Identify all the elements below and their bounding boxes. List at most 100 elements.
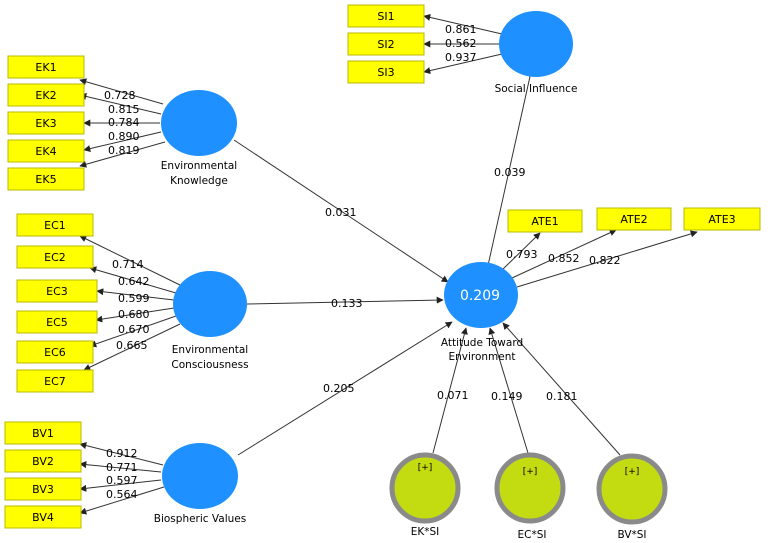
loading-ek4: 0.890 [108, 130, 140, 143]
indicator-box-bv3 [4, 477, 82, 501]
indicator-box-ate1 [507, 209, 583, 233]
moderator-expand-icon-ek-si: [+] [418, 463, 433, 473]
indicator-label-bv4: BV4 [32, 511, 54, 524]
loading-ate1: 0.793 [506, 248, 538, 261]
loading-bv4: 0.564 [106, 488, 138, 501]
indicator-box-ek2 [7, 83, 85, 107]
edge-ek4 [83, 131, 162, 152]
path-ecsi-ate [488, 327, 529, 454]
indicator-box-bv1 [4, 421, 82, 445]
moderator-ek-si: [+] EK*SI [389, 452, 461, 538]
edge-ate3 [516, 230, 698, 288]
loading-ec6: 0.670 [118, 323, 150, 336]
coef-ec-ate: 0.133 [331, 297, 363, 310]
path-si-ate [484, 71, 532, 271]
indicator-box-ek3 [7, 111, 85, 135]
loading-si1: 0.861 [445, 23, 477, 36]
edge-ec3 [96, 288, 175, 301]
loading-ek2: 0.815 [108, 103, 140, 116]
indicator-box-ate2 [596, 207, 672, 231]
coef-si-ate: 0.039 [494, 166, 526, 179]
r-squared-value: 0.209 [460, 288, 500, 304]
edge-bv1 [79, 442, 164, 466]
indicator-box-si1 [347, 4, 425, 28]
moderator-bv-si: [+] BV*SI [596, 453, 668, 541]
indicator-label-si3: SI3 [377, 66, 394, 79]
loading-ek3: 0.784 [108, 116, 140, 129]
indicator-label-ek3: EK3 [35, 117, 56, 130]
moderator-label-bv-si: BV*SI [617, 529, 646, 541]
indicator-box-ate3 [683, 207, 761, 231]
indicator-box-ek5 [7, 167, 85, 191]
edge-bv3 [79, 479, 162, 492]
construct-circle-environmental-knowledge [161, 90, 237, 156]
indicator-box-ec7 [16, 369, 94, 393]
loading-ec2: 0.642 [118, 275, 150, 288]
construct-circle-biospheric-values [162, 443, 238, 509]
path-eksi-ate [432, 327, 468, 454]
construct-label-environmental-consciousness-2: Consciousness [171, 359, 248, 371]
edge-ec6 [89, 315, 177, 348]
loading-ec1: 0.714 [112, 258, 144, 271]
structural-paths [233, 71, 621, 456]
indicator-box-bv4 [4, 505, 82, 529]
measurement-edges [79, 14, 698, 515]
edge-ek2 [79, 93, 162, 115]
path-ec-ate [246, 296, 444, 305]
indicators-ek: EK1 EK2 EK3 EK4 EK5 [7, 55, 85, 191]
indicator-box-ec2 [16, 245, 94, 269]
path-ek-ate [233, 139, 449, 283]
edge-ec7 [83, 323, 181, 371]
indicator-box-ec1 [16, 213, 94, 237]
construct-label-attitude-2: Environment [448, 351, 515, 363]
construct-label-attitude-1: Attitude Toward [441, 337, 523, 349]
construct-environmental-knowledge: Environmental Knowledge [161, 90, 237, 187]
construct-environmental-consciousness: Environmental Consciousness [171, 271, 249, 371]
indicator-box-ek4 [7, 139, 85, 163]
construct-circle-social-influence [499, 11, 573, 77]
construct-label-social-influence: Social Influence [495, 83, 578, 95]
indicator-box-ec3 [16, 279, 98, 303]
construct-circle-environmental-consciousness [173, 271, 247, 337]
edge-bv2 [79, 461, 162, 473]
construct-label-environmental-consciousness-1: Environmental [172, 344, 248, 356]
path-bv-ate [237, 321, 453, 456]
indicator-label-si1: SI1 [377, 10, 394, 23]
loading-ate3: 0.822 [589, 254, 621, 267]
indicator-label-si2: SI2 [377, 38, 394, 51]
coef-ecsi-ate: 0.149 [491, 390, 523, 403]
loadings: 0.861 0.562 0.937 0.728 0.815 0.784 0.89… [104, 23, 621, 501]
construct-label-biospheric-values: Biospheric Values [154, 513, 246, 525]
edge-ate1 [501, 232, 541, 271]
loading-ek5: 0.819 [108, 144, 140, 157]
path-coefficients: 0.039 0.031 0.133 0.205 0.071 0.149 0.18… [323, 166, 578, 403]
edge-si1 [423, 14, 503, 35]
moderator-label-ek-si: EK*SI [411, 526, 440, 538]
indicator-label-ek4: EK4 [35, 145, 56, 158]
path-bvsi-ate [502, 322, 621, 456]
indicators-ec: EC1 EC2 EC3 EC5 EC6 EC7 [16, 213, 98, 393]
loading-ec5: 0.680 [118, 308, 150, 321]
indicator-label-ek5: EK5 [35, 173, 56, 186]
loading-bv1: 0.912 [106, 447, 138, 460]
construct-circle-attitude [444, 262, 518, 328]
edge-bv4 [79, 486, 165, 515]
indicator-label-bv3: BV3 [32, 483, 54, 496]
edge-si3 [423, 53, 503, 74]
edge-ec5 [95, 307, 175, 323]
construct-biospheric-values: Biospheric Values [154, 443, 246, 525]
indicator-label-ek1: EK1 [35, 61, 56, 74]
edge-ek5 [79, 141, 166, 168]
construct-attitude-toward-environment: 0.209 Attitude Toward Environment [441, 262, 523, 363]
moderator-circle-bv-si [596, 453, 668, 525]
indicator-box-ek1 [7, 55, 85, 79]
indicator-label-ec3: EC3 [46, 285, 68, 298]
moderator-ec-si: [+] EC*SI [494, 452, 566, 541]
edge-ek1 [79, 78, 164, 105]
loading-bv3: 0.597 [106, 474, 138, 487]
indicator-label-ek2: EK2 [35, 89, 56, 102]
coef-bv-ate: 0.205 [323, 382, 355, 395]
indicator-label-ate2: ATE2 [620, 213, 647, 226]
loading-ec7: 0.665 [116, 339, 148, 352]
